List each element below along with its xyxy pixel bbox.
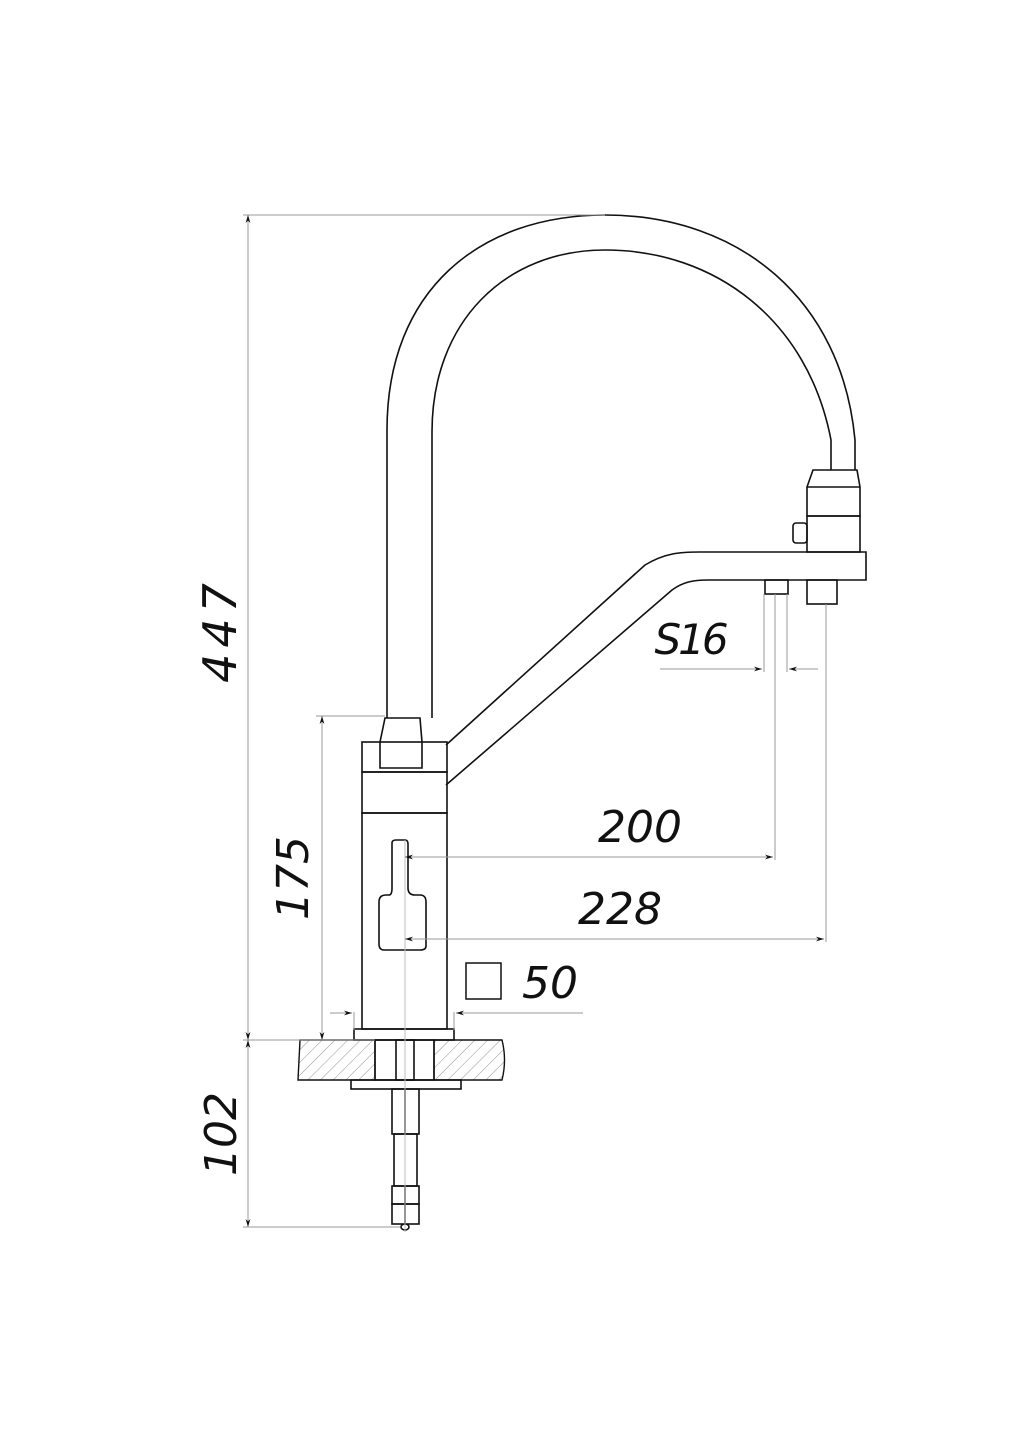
filter-arm — [445, 551, 867, 786]
dimension-body-square: 50 — [330, 958, 583, 1030]
dimension-below-counter: 102 — [196, 1040, 400, 1228]
dim-label-175: 175 — [268, 836, 319, 920]
dim-label-50: 50 — [522, 958, 578, 1009]
dimension-body-height: 175 — [268, 715, 385, 1040]
dim-label-102: 102 — [196, 1092, 247, 1176]
faucet-body — [353, 717, 455, 1041]
dim-label-200: 200 — [598, 802, 682, 853]
dim-label-447: 447 — [193, 577, 247, 683]
countertop-section — [297, 1039, 506, 1090]
dim-label-228: 228 — [578, 884, 662, 935]
spout-head — [792, 469, 861, 553]
square-symbol-icon — [465, 962, 502, 1000]
dimension-total-height: 447 — [193, 214, 605, 1041]
dimension-nut-s16: S16 — [654, 594, 818, 672]
dimension-reach-228: 228 — [405, 604, 827, 942]
dimension-reach-200: 200 — [405, 594, 776, 860]
dim-label-s16: S16 — [654, 615, 726, 664]
gooseneck-spout — [386, 214, 856, 718]
